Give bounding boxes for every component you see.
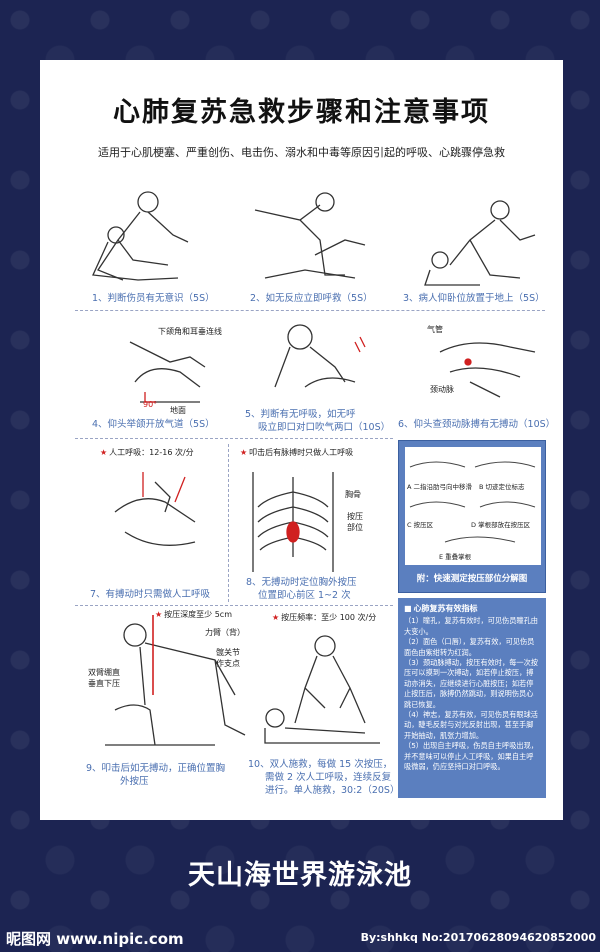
col-separator-1 (228, 444, 229, 602)
locate-step-e: E 重叠掌根 (439, 553, 472, 561)
annotation-press-rate: 按压频率：至少 100 次/分 (272, 613, 376, 623)
annotation-press-depth: 按压深度至少 5cm (155, 610, 232, 620)
venue-name: 天山海世界游泳池 (188, 860, 412, 891)
cpr-poster: 心肺复苏急救步骤和注意事项 适用于心肌梗塞、严重创伤、电击伤、溺水和中毒等原因引… (40, 60, 563, 820)
locate-step-a: A 二指沿肋弓向中移滑 (407, 483, 473, 491)
poster-subtitle: 适用于心肌梗塞、严重创伤、电击伤、溺水和中毒等原因引起的呼吸、心跳骤停急救 (98, 146, 505, 159)
effective-item-4: （4）神志，复苏有效，可见伤员有眼球活动，睫毛反射与对光反射出现，甚至手脚开始抽… (404, 710, 538, 740)
step-5-caption-line1: 5、判断有无呼吸，如无呼 (245, 409, 356, 420)
step-2-illustration (245, 180, 375, 290)
step-9-caption-line2: 外按压 (120, 776, 149, 787)
locate-step-d: D 掌根部放在按压区 (471, 521, 531, 529)
step-5-illustration (265, 312, 375, 407)
step-10-illustration (255, 628, 390, 748)
step-8-caption-line2: 位置即心前区 1~2 次 (258, 590, 351, 601)
step-5-caption-line2: 吸立即口对口吹气两口（10S） (258, 422, 391, 433)
step-10-caption-line1: 10、双人施救，每做 15 次按压， (248, 759, 393, 770)
step-10-caption-line2: 需做 2 次人工呼吸，连续反复 (265, 772, 392, 783)
annotation-ground: 地面 (170, 406, 186, 415)
step-9-caption-line1: 9、叩击后如无搏动，正确位置胸 (86, 763, 226, 774)
row-separator-2 (75, 438, 393, 439)
annotation-rescue-breath: 人工呼吸：12-16 次/分 (100, 448, 193, 458)
annotation-angle: 90° (143, 400, 158, 409)
annotation-press-site-1: 按压 (347, 512, 363, 521)
locate-step-c: C 按压区 (407, 521, 434, 529)
annotation-chin-line: 下颌角和耳垂连线 (158, 327, 222, 336)
effective-heading: 心肺复苏有效指标 (404, 604, 540, 614)
author-id: By:shhkq No:20170628094620852000 (360, 931, 596, 944)
step-3-illustration (410, 180, 540, 290)
effective-item-2: （2）面色（口唇），复苏有效，可见伤员面色由紫绀转为红润。 (404, 637, 535, 657)
annotation-tap-chest: 叩击后有脉搏时只做人工呼吸 (240, 448, 353, 458)
annotation-sternum: 胸骨 (345, 490, 361, 499)
step-2-caption: 2、如无反应立即呼救（5S） (250, 293, 373, 304)
step-7-caption: 7、有搏动时只需做人工呼吸 (90, 589, 211, 600)
watermark-bar: 昵图网 www.nipic.com By:shhkq No:2017062809… (0, 924, 600, 952)
locate-step-b: B 切迹定位标志 (479, 483, 525, 491)
step-10-caption-line3: 进行。单人施救，30:2（20S） (265, 785, 400, 796)
step-3-caption: 3、病人仰卧位放置于地上（5S） (403, 293, 545, 304)
annotation-arm-force: 力臂（背） (205, 628, 245, 637)
annotation-hip-joint-1: 髋关节 (216, 648, 240, 657)
quick-locate-box: A 二指沿肋弓向中移滑 B 切迹定位标志 C 按压区 D 掌根部放在按压区 E … (398, 440, 546, 593)
step-9-illustration (95, 615, 250, 750)
annotation-hip-joint-2: 作支点 (216, 659, 240, 668)
effective-item-5: （5）出现自主呼吸，伤员自主呼吸出现，并不意味可以停止人工呼吸，如果自主呼吸微弱… (404, 741, 538, 772)
row-separator-1 (75, 310, 545, 311)
effective-item-1: （1）瞳孔，复苏有效时，可见伤员瞳孔由大变小。 (404, 616, 538, 636)
row-separator-3 (75, 605, 393, 606)
step-1-illustration (78, 180, 208, 290)
annotation-trachea: 气管 (427, 325, 443, 334)
step-8-illustration (238, 462, 348, 577)
step-4-caption: 4、仰头举颌开放气道（5S） (92, 419, 215, 430)
annotation-carotid: 颈动脉 (430, 385, 454, 394)
annotation-press-site-2: 部位 (347, 523, 363, 532)
annotation-arm-straight-1: 双臂绷直 (88, 668, 120, 677)
poster-title: 心肺复苏急救步骤和注意事项 (113, 97, 490, 128)
effective-indicators-panel: 心肺复苏有效指标 （1）瞳孔，复苏有效时，可见伤员瞳孔由大变小。 （2）面色（口… (398, 598, 546, 798)
step-8-caption-line1: 8、无搏动时定位胸外按压 (246, 577, 357, 588)
annotation-arm-straight-2: 垂直下压 (88, 679, 120, 688)
step-4-illustration (110, 322, 220, 412)
step-7-illustration (95, 462, 215, 572)
step-1-caption: 1、判断伤员有无意识（5S） (92, 293, 215, 304)
quick-locate-caption: 附：快速测定按压部位分解图 (416, 574, 528, 584)
step-6-caption: 6、仰头查颈动脉搏有无搏动（10S） (398, 419, 556, 430)
site-logo: 昵图网 www.nipic.com (6, 930, 184, 948)
step-6-illustration (420, 322, 540, 402)
effective-item-3: （3）颈动脉搏动，按压有效时，每一次按压可以摸到一次搏动，如若停止按压，搏动亦消… (404, 658, 538, 709)
quick-locate-diagram (405, 447, 541, 565)
